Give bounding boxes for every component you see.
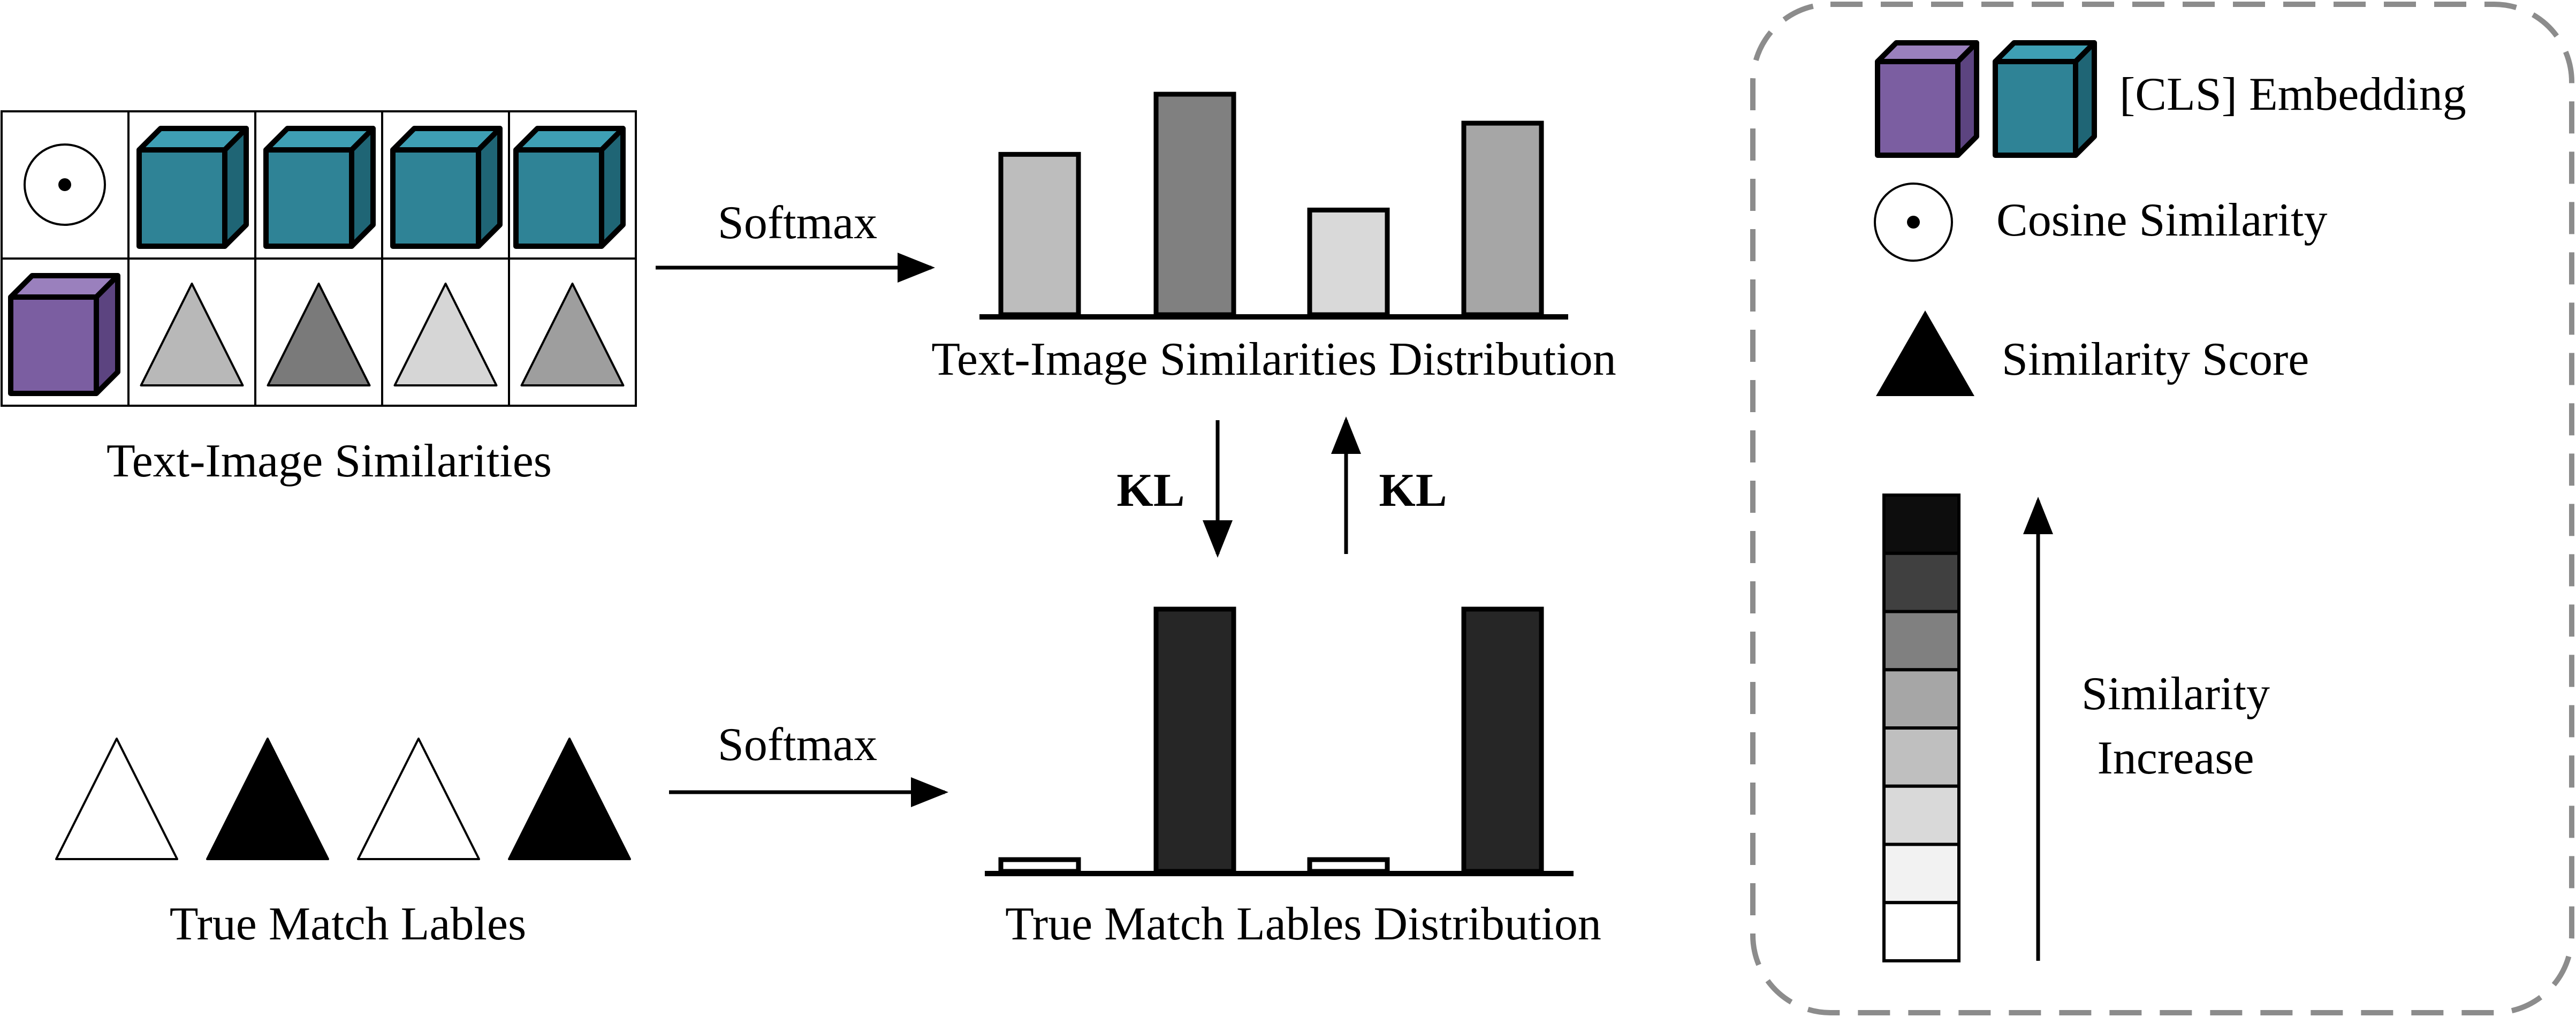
legend-increase-label-line2: Increase xyxy=(2097,732,2254,784)
teal-cube-icon xyxy=(263,126,376,249)
kl-arrow-up: KL xyxy=(1331,416,1447,554)
nonmatch-triangle xyxy=(357,738,480,860)
similarity-bars xyxy=(998,92,1544,317)
legend-embedding-label: [CLS] Embedding xyxy=(2119,69,2466,120)
legend-border xyxy=(1750,2,2574,1015)
match-triangle xyxy=(206,738,329,860)
true-labels-caption: True Match Lables xyxy=(170,898,526,950)
legend-teal-cube-icon xyxy=(1993,40,2097,158)
scale-cell xyxy=(1882,784,1961,846)
similarity-bar xyxy=(998,151,1081,317)
teal-cube-icon xyxy=(390,126,503,249)
similarity-distribution-chart: Text-Image Similarities Distribution xyxy=(931,92,1616,385)
score-triangle xyxy=(520,283,625,386)
label-distribution-chart: True Match Lables Distribution xyxy=(985,606,1601,950)
legend-purple-cube-icon xyxy=(1875,40,1979,158)
legend-score-label: Similarity Score xyxy=(2002,333,2309,385)
softmax-arrow-bottom: Softmax xyxy=(669,719,948,807)
softmax-label-top: Softmax xyxy=(718,197,877,249)
teal-cube-icon xyxy=(136,126,249,249)
match-triangle xyxy=(508,738,631,860)
score-triangle xyxy=(140,283,244,386)
nonmatch-triangle xyxy=(55,738,178,860)
grid-caption: Text-Image Similarities xyxy=(107,435,552,487)
true-match-labels: True Match Lables xyxy=(55,738,631,950)
scale-cell xyxy=(1882,551,1961,613)
grid-teal-cubes xyxy=(136,126,626,249)
legend-score-triangle-icon xyxy=(1876,310,1974,396)
similarity-bar xyxy=(1153,92,1236,317)
legend-panel: [CLS] Embedding Cosine Similarity Simila… xyxy=(1750,2,2574,1015)
kl-arrow-down: KL xyxy=(1116,420,1233,558)
cosine-similarity-icon xyxy=(24,143,106,226)
similarity-scale xyxy=(1882,494,1961,962)
label-bar xyxy=(1307,857,1390,874)
kl-label-up: KL xyxy=(1379,465,1447,517)
score-triangle xyxy=(393,283,498,386)
legend-cosine-icon xyxy=(1874,183,1953,262)
scale-cell xyxy=(1882,843,1961,905)
similarity-distribution-caption: Text-Image Similarities Distribution xyxy=(931,333,1616,385)
scale-cell xyxy=(1882,610,1961,672)
legend-cosine-label: Cosine Similarity xyxy=(1996,194,2327,246)
label-triangles xyxy=(55,738,631,860)
scale-cell xyxy=(1882,668,1961,730)
score-triangle xyxy=(267,283,371,386)
purple-cube-icon xyxy=(8,273,120,396)
legend-increase-label-line1: Similarity xyxy=(2081,668,2270,720)
scale-cell xyxy=(1882,901,1961,962)
label-bar xyxy=(1461,606,1544,874)
similarity-grid: Text-Image Similarities xyxy=(1,110,637,487)
label-distribution-caption: True Match Lables Distribution xyxy=(1005,898,1601,950)
similarity-bar xyxy=(1307,207,1390,317)
similarity-bar xyxy=(1461,120,1544,317)
softmax-label-bottom: Softmax xyxy=(718,719,877,771)
softmax-arrow-top: Softmax xyxy=(656,197,935,283)
label-bar xyxy=(998,857,1081,874)
label-bars xyxy=(998,606,1544,874)
label-bar xyxy=(1153,606,1236,874)
grid-score-triangles xyxy=(140,283,625,386)
kl-label-down: KL xyxy=(1116,465,1184,517)
grid-lines xyxy=(1,110,637,407)
scale-cell xyxy=(1882,726,1961,788)
scale-cell xyxy=(1882,494,1961,555)
teal-cube-icon xyxy=(513,126,626,249)
